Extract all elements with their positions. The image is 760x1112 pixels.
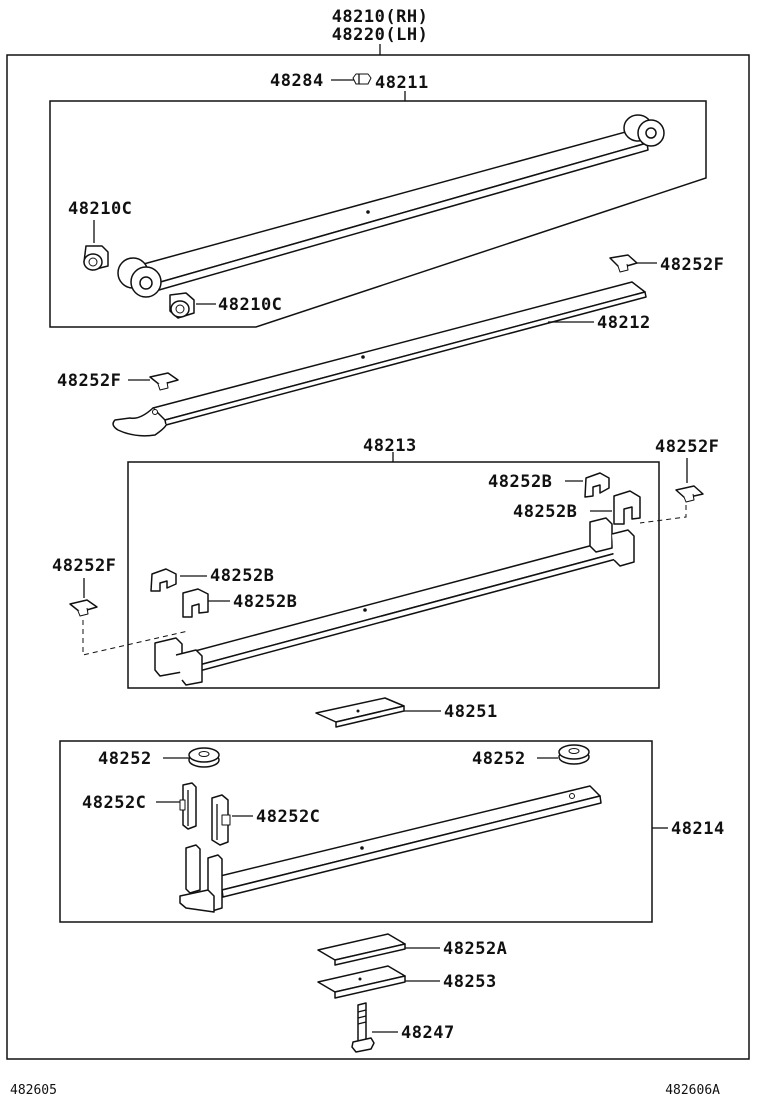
part-48252c-clip-left [179, 782, 197, 830]
dash-right-mid [639, 505, 687, 524]
label-48213: 48213 [363, 436, 417, 456]
part-48252a-plate [317, 933, 406, 966]
label-48252f-right-top: 48252F [660, 255, 724, 275]
label-assy-rh: 48210(RH) [332, 7, 429, 27]
label-48210c-top: 48210C [68, 199, 132, 219]
footer-left-code: 482605 [10, 1083, 57, 1098]
part-48252b-clip-1 [584, 472, 610, 498]
label-48210c-bottom: 48210C [218, 295, 282, 315]
label-48252b-3: 48252B [210, 566, 274, 586]
part-48252f-pad-right-top [609, 254, 638, 273]
outer-frame [6, 54, 750, 1060]
label-48252c-right: 48252C [256, 807, 320, 827]
part-48214-leaf [179, 785, 602, 913]
label-48252-right: 48252 [472, 749, 526, 769]
part-48213-leaf [154, 517, 635, 686]
label-48252b-1: 48252B [488, 472, 552, 492]
part-48252b-clip-2 [613, 490, 641, 525]
part-48252f-pad-left [149, 372, 179, 391]
leaf-4-box [59, 740, 653, 923]
label-48252f-left: 48252F [57, 371, 121, 391]
label-48252-left: 48252 [98, 749, 152, 769]
part-48252c-clip-right [211, 794, 231, 846]
part-48252b-clip-3 [150, 568, 177, 592]
part-48247-bolt [351, 1002, 375, 1053]
part-48252-cushion-left [188, 747, 220, 768]
footer-right-code: 482606A [665, 1083, 720, 1098]
label-48253: 48253 [443, 972, 497, 992]
label-48212: 48212 [597, 313, 651, 333]
part-48211-main-leaf [117, 114, 665, 298]
leaf-1-box [49, 100, 707, 328]
label-assy-lh: 48220(LH) [332, 25, 429, 45]
part-48252f-pad-right-mid [675, 485, 704, 503]
label-48252b-4: 48252B [233, 592, 297, 612]
label-48252c-left: 48252C [82, 793, 146, 813]
label-48251: 48251 [444, 702, 498, 722]
part-48210c-bushing-bottom [169, 292, 195, 319]
dash-left-mid [82, 620, 189, 656]
label-48252a: 48252A [443, 939, 507, 959]
part-48284-nut [352, 73, 372, 85]
label-48211: 48211 [375, 73, 429, 93]
part-48253-plate [317, 965, 406, 999]
part-48212-leaf [112, 281, 647, 437]
part-48210c-bushing-top [83, 245, 109, 271]
label-48252f-right-mid: 48252F [655, 437, 719, 457]
label-48284: 48284 [270, 71, 324, 91]
label-48247: 48247 [401, 1023, 455, 1043]
part-48252f-pad-left-mid [69, 599, 98, 617]
part-48252-cushion-right [558, 744, 590, 765]
label-48214: 48214 [671, 819, 725, 839]
label-48252b-2: 48252B [513, 502, 577, 522]
part-48251-spacer [315, 697, 405, 728]
label-48252f-left-mid: 48252F [52, 556, 116, 576]
part-48252b-clip-4 [182, 588, 209, 618]
